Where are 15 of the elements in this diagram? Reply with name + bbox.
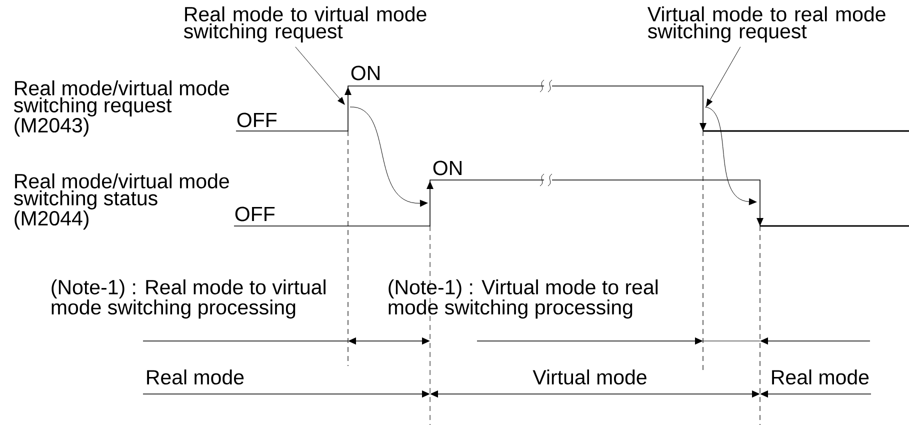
level-label: ON bbox=[433, 160, 462, 176]
leader-line bbox=[295, 46, 345, 105]
level-label: OFF bbox=[235, 206, 275, 222]
period-label: Real mode bbox=[772, 369, 869, 385]
leader-line bbox=[706, 46, 741, 107]
callout-text: Real mode to virtual mode switching request bbox=[184, 6, 426, 42]
callout-text: Virtual mode to real mode switching request bbox=[648, 6, 886, 42]
period-label: Virtual mode bbox=[532, 369, 646, 385]
signal-name: Real mode/virtual mode switching status (M2044) bbox=[14, 173, 229, 230]
level-label: ON bbox=[351, 66, 380, 80]
note-text: (Note-1) : Virtual mode to real mode switching processing bbox=[388, 279, 658, 319]
signal-name: Real mode/virtual mode switching request (M2043) bbox=[14, 80, 229, 137]
note-text: (Note-1) : Real mode to virtual mode switching processing bbox=[52, 279, 326, 319]
level-label: OFF bbox=[237, 112, 277, 128]
period-label: Real mode bbox=[147, 369, 244, 385]
